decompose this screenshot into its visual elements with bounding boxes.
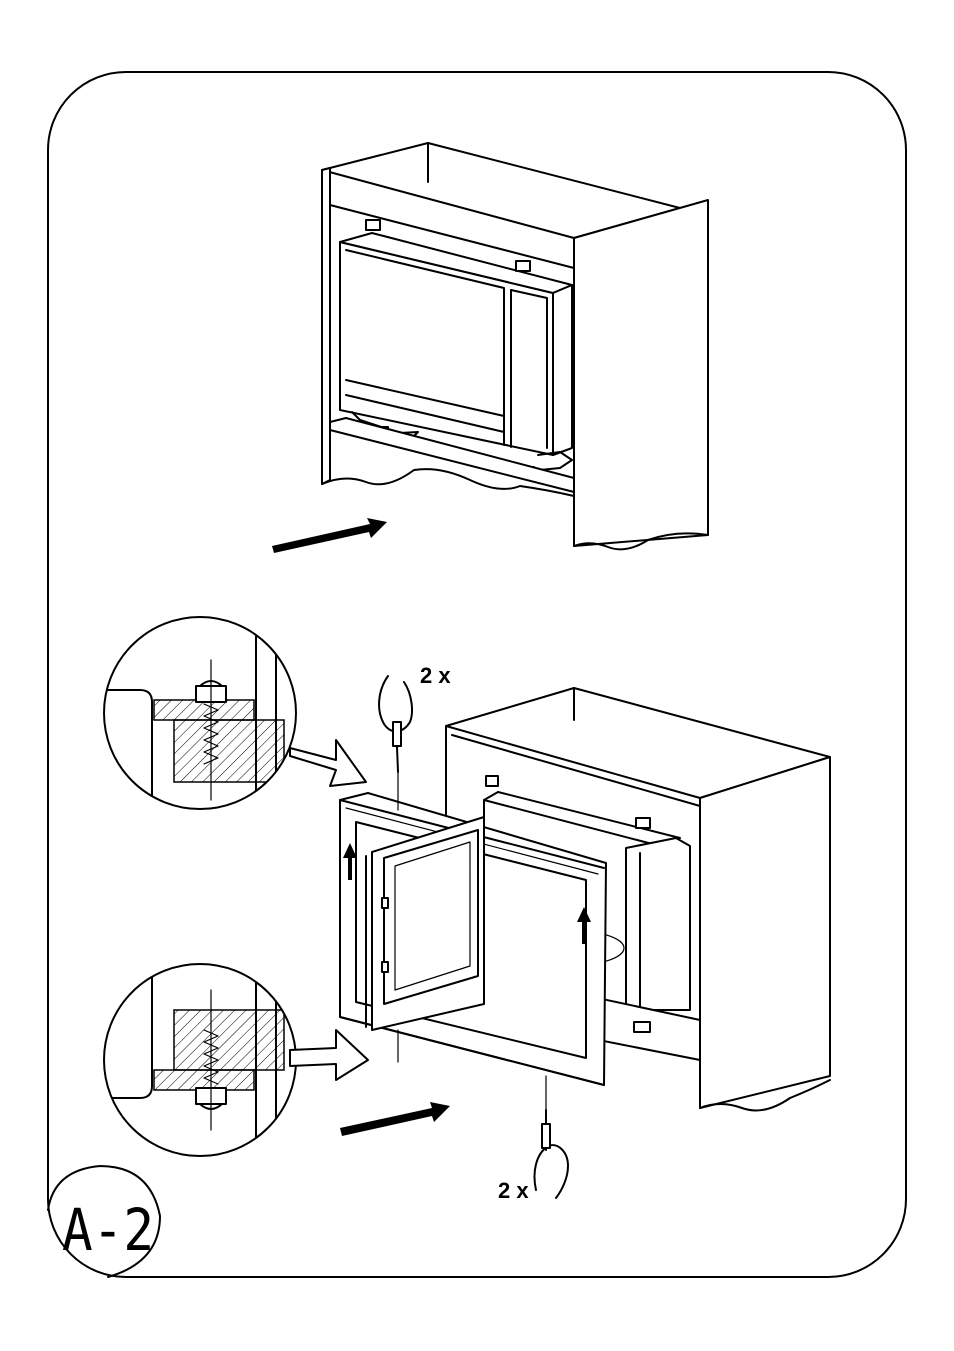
screwdriver-hand-icon	[379, 676, 412, 772]
screw-count-top: 2 x	[420, 663, 451, 688]
detail-callout-arrow-icon	[290, 1030, 368, 1080]
step-badge: A-2	[48, 1166, 160, 1277]
push-arrow-icon	[340, 1102, 450, 1136]
push-arrow-icon	[272, 518, 387, 553]
detail-callout-arrow-icon	[290, 740, 366, 786]
screw-count-bottom: 2 x	[498, 1178, 529, 1203]
svg-text:A-2: A-2	[62, 1196, 154, 1264]
detail-circle-bottom	[100, 960, 296, 1160]
cabinet-top-illustration	[322, 143, 708, 549]
detail-circle-top	[100, 610, 296, 820]
microwave-door	[366, 817, 484, 1030]
screwdriver-hand-icon	[535, 1110, 569, 1198]
page-frame	[48, 72, 906, 1277]
